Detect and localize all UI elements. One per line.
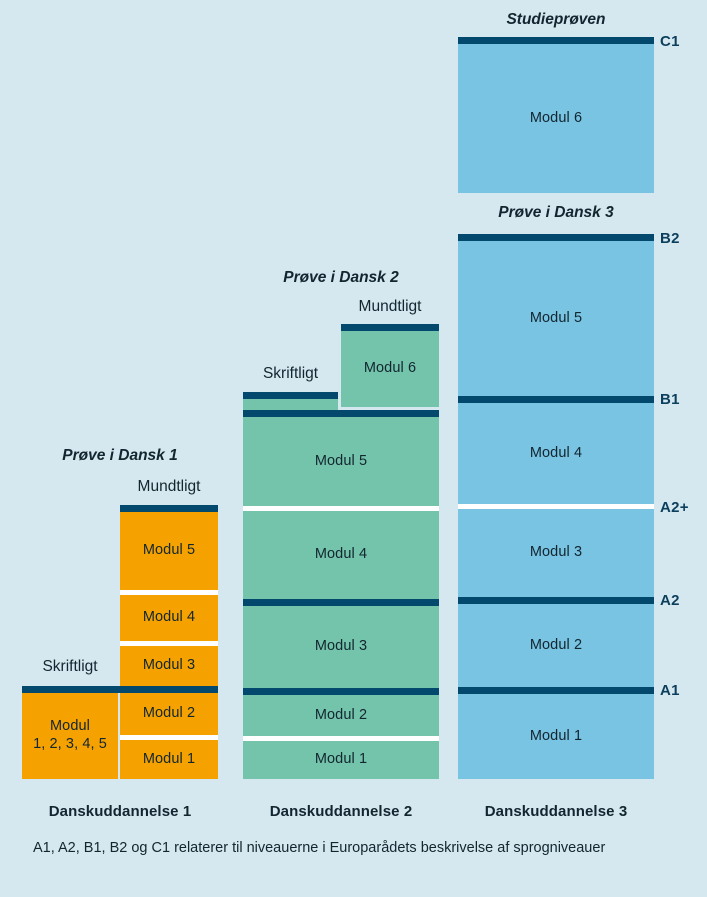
module-label: Modul 4 xyxy=(142,609,196,626)
module-label: Modul 1 xyxy=(142,750,196,767)
module-label: Modul 2 xyxy=(529,636,583,653)
level-rule-du2-a2 xyxy=(243,599,439,606)
module-cell-du3-modul3[interactable]: Modul 3 xyxy=(458,509,654,597)
module-cell-du3-modul4[interactable]: Modul 4 xyxy=(458,403,654,504)
level-label-a2plus: A2+ xyxy=(660,499,689,516)
module-divider-du2-5-4 xyxy=(243,506,439,511)
column-caption-du1: Danskuddannelse 1 xyxy=(48,803,192,820)
module-cell-du2-modul6[interactable]: Modul 6 xyxy=(341,331,439,407)
level-rule-du1-pd1 xyxy=(22,686,218,693)
module-label: Modul 5 xyxy=(314,452,368,469)
module-label: Modul 5 xyxy=(529,309,583,326)
exam-title-studiepoven: Studieprøven xyxy=(506,11,606,28)
module-divider-du1-oral-4-3 xyxy=(120,641,218,646)
level-rule-a1 xyxy=(458,687,654,694)
level-divider-a2plus xyxy=(458,504,654,509)
module-divider-du2-2-1 xyxy=(243,736,439,741)
module-divider-du1-oral-5-4 xyxy=(120,590,218,595)
module-divider-du1-oral-2-1 xyxy=(120,735,218,740)
module-label: Modul 2 xyxy=(314,706,368,723)
sublabel-du1-skriftligt: Skriftligt xyxy=(42,658,98,675)
module-cell-du2-skriftligt-stub xyxy=(243,399,338,410)
level-label-b2: B2 xyxy=(660,230,680,247)
sublabel-du1-mundtligt: Mundtligt xyxy=(137,478,201,495)
level-label-a1: A1 xyxy=(660,682,680,699)
level-rule-du2-a1 xyxy=(243,688,439,695)
module-cell-du1-oral-modul2[interactable]: Modul 2 xyxy=(120,693,218,735)
exam-title-prove-i-dansk-3: Prøve i Dansk 3 xyxy=(498,204,614,221)
module-cell-du3-modul5[interactable]: Modul 5 xyxy=(458,241,654,396)
level-label-c1: C1 xyxy=(660,33,680,50)
exam-rule-du2-mundtligt xyxy=(341,324,439,331)
module-cell-du3-modul6[interactable]: Modul 6 xyxy=(458,44,654,193)
module-label: Modul 2 xyxy=(142,705,196,722)
sublabel-du2-mundtligt: Mundtligt xyxy=(358,298,422,315)
module-label: Modul 1 xyxy=(314,751,368,768)
sublabel-du2-skriftligt: Skriftligt xyxy=(262,365,319,382)
module-label: Modul 4 xyxy=(314,546,368,563)
module-cell-du3-modul2[interactable]: Modul 2 xyxy=(458,604,654,687)
module-label: Modul 3 xyxy=(529,544,583,561)
module-cell-du2-modul3[interactable]: Modul 3 xyxy=(243,606,439,688)
module-cell-du1-oral-modul5[interactable]: Modul 5 xyxy=(120,512,218,590)
module-cell-du2-modul2[interactable]: Modul 2 xyxy=(243,695,439,736)
module-cell-du1-oral-modul4[interactable]: Modul 4 xyxy=(120,595,218,641)
module-cell-du2-modul1[interactable]: Modul 1 xyxy=(243,741,439,779)
module-label: Modul 6 xyxy=(529,109,583,126)
module-label: Modul 1 xyxy=(529,727,583,744)
level-rule-b1 xyxy=(458,396,654,403)
exam-rule-du1-mundtligt xyxy=(120,505,218,512)
module-label: Modul 4 xyxy=(529,444,583,461)
module-label: Modul 3 xyxy=(142,657,196,674)
module-cell-du2-modul5[interactable]: Modul 5 xyxy=(243,417,439,506)
exam-title-prove-i-dansk-2: Prøve i Dansk 2 xyxy=(283,269,399,286)
footnote-cefr: A1, A2, B1, B2 og C1 relaterer til nivea… xyxy=(33,840,606,856)
level-rule-a2 xyxy=(458,597,654,604)
level-label-b1: B1 xyxy=(660,391,680,408)
exam-title-prove-i-dansk-1: Prøve i Dansk 1 xyxy=(62,447,178,464)
module-label: Modul 3 xyxy=(314,638,368,655)
level-label-a2: A2 xyxy=(660,592,680,609)
module-label: Modul 5 xyxy=(142,542,196,559)
module-cell-du1-oral-modul3[interactable]: Modul 3 xyxy=(120,646,218,686)
exam-rule-du2-skriftligt xyxy=(243,392,338,399)
module-cell-du3-modul1[interactable]: Modul 1 xyxy=(458,694,654,779)
module-cell-du1-skriftligt-moduler[interactable]: Modul 1, 2, 3, 4, 5 xyxy=(22,693,118,779)
column-caption-du2: Danskuddannelse 2 xyxy=(269,803,413,820)
module-cell-du1-oral-modul1[interactable]: Modul 1 xyxy=(120,740,218,779)
module-label: Modul 1, 2, 3, 4, 5 xyxy=(33,718,107,752)
level-rule-c1 xyxy=(458,37,654,44)
level-rule-du2-b1 xyxy=(243,410,439,417)
level-rule-b2 xyxy=(458,234,654,241)
column-caption-du3: Danskuddannelse 3 xyxy=(484,803,628,820)
module-cell-du2-modul4[interactable]: Modul 4 xyxy=(243,511,439,599)
module-label: Modul 6 xyxy=(363,360,417,377)
